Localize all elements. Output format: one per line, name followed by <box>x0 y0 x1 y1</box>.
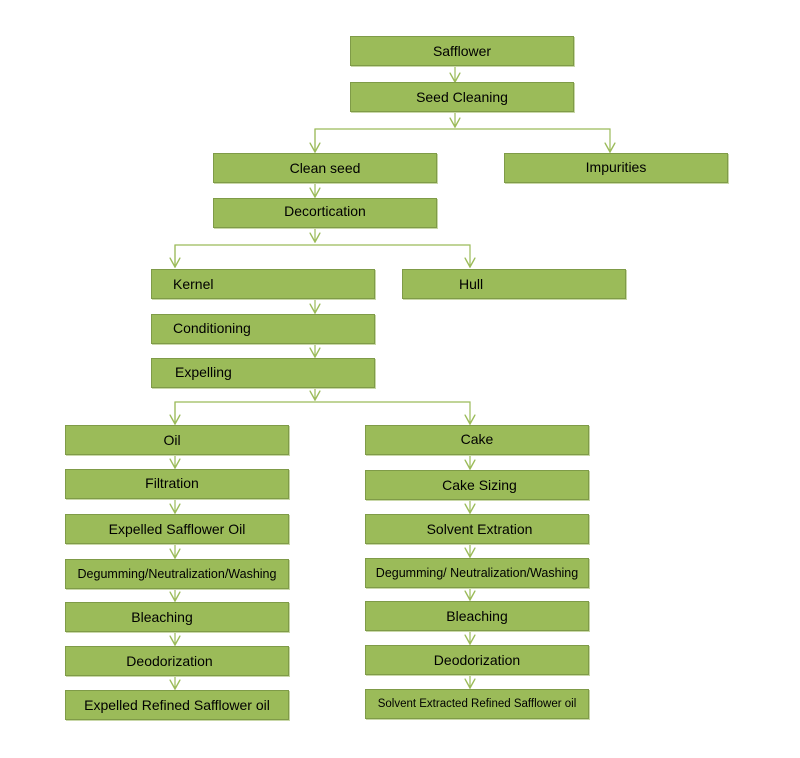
node-solvent-extration: Solvent Extration <box>365 514 589 544</box>
node-conditioning: Conditioning <box>151 314 375 344</box>
node-label: Solvent Extration <box>426 521 533 537</box>
branch-line-seed-cleaning <box>314 128 610 152</box>
node-degumming-left: Degumming/Neutralization/Washing <box>65 559 289 589</box>
node-label: Seed Cleaning <box>416 89 508 105</box>
node-kernel: Kernel <box>151 269 375 299</box>
node-cake-sizing: Cake Sizing <box>365 470 589 500</box>
node-label: Deodorization <box>433 652 521 668</box>
branch-line-decortication <box>174 244 470 267</box>
node-hull: Hull <box>402 269 626 299</box>
node-impurities: Impurities <box>504 153 728 183</box>
node-label: Cake Sizing <box>442 477 517 493</box>
node-seed-cleaning: Seed Cleaning <box>350 82 574 112</box>
node-label: Bleaching <box>131 609 193 625</box>
node-safflower: Safflower <box>350 36 574 66</box>
node-label: Cake <box>460 431 494 447</box>
node-label: Safflower <box>432 43 492 59</box>
node-label: Expelling <box>175 364 232 380</box>
node-solvent-refined-oil: Solvent Extracted Refined Safflower oil <box>365 689 589 719</box>
node-label: Expelled Safflower Oil <box>108 521 246 537</box>
node-expelled-safflower-oil: Expelled Safflower Oil <box>65 514 289 544</box>
node-label: Conditioning <box>173 320 251 336</box>
node-label: Oil <box>163 432 181 448</box>
node-deodorization-left: Deodorization <box>65 646 289 676</box>
node-label: Expelled Refined Safflower oil <box>84 697 270 713</box>
node-label: Impurities <box>585 159 647 175</box>
node-oil: Oil <box>65 425 289 455</box>
node-filtration: Filtration <box>65 469 289 499</box>
node-decortication: Decortication <box>213 198 437 228</box>
node-bleaching-right: Bleaching <box>365 601 589 631</box>
node-expelled-refined-oil: Expelled Refined Safflower oil <box>65 690 289 720</box>
node-label: Kernel <box>173 276 214 292</box>
node-degumming-right: Degumming/ Neutralization/Washing <box>365 558 589 588</box>
node-label: Clean seed <box>289 160 361 176</box>
node-label: Degumming/ Neutralization/Washing <box>375 566 579 580</box>
node-label: Solvent Extracted Refined Safflower oil <box>377 698 577 710</box>
node-cake: Cake <box>365 425 589 455</box>
node-deodorization-right: Deodorization <box>365 645 589 675</box>
node-label: Decortication <box>284 203 366 219</box>
branch-line-expelling <box>174 401 470 424</box>
node-label: Deodorization <box>126 653 213 669</box>
node-label: Filtration <box>145 475 199 491</box>
node-bleaching-left: Bleaching <box>65 602 289 632</box>
node-label: Hull <box>459 276 484 292</box>
node-expelling: Expelling <box>151 358 375 388</box>
node-label: Degumming/Neutralization/Washing <box>77 567 277 581</box>
node-label: Bleaching <box>446 608 508 624</box>
node-clean-seed: Clean seed <box>213 153 437 183</box>
